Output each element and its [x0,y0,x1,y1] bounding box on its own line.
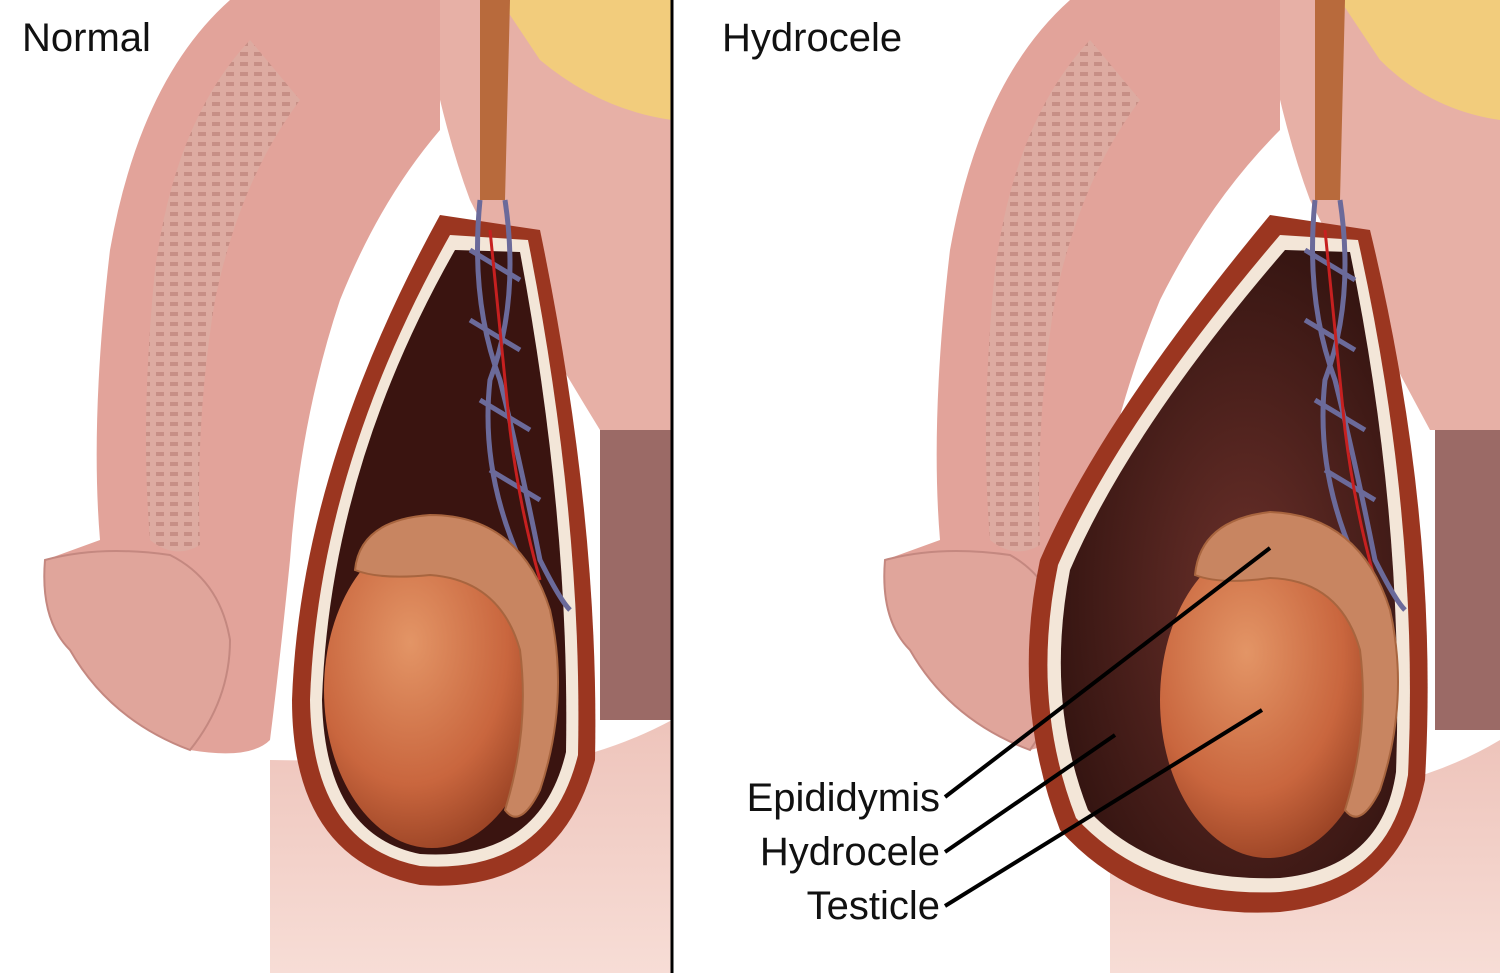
leader-line-testicle [943,708,1264,908]
hydrocele-panel [883,0,1500,973]
leader-line-hydrocele [943,733,1117,854]
pubic-fat [500,0,672,120]
bladder-region [600,430,672,720]
testicle [1160,542,1376,858]
testicle-label: Testicle [806,884,940,928]
penis-erectile-tissue [146,40,300,552]
leader-line-epididymis [943,546,1272,799]
normal-panel [43,0,672,973]
hydrocele-label: Hydrocele [759,830,940,874]
testicle [324,532,540,848]
testicular-artery [1323,229,1377,581]
normal-panel-title: Normal [22,16,151,60]
epididymis [353,513,559,818]
spermatic-cord [1315,0,1345,200]
bladder-region [1435,430,1500,730]
spermatic-cord [480,0,510,200]
glans [43,550,232,752]
pubic-fat [1340,0,1500,120]
penis-erectile-tissue [986,40,1140,552]
hydrocele-panel-title: Hydrocele [722,16,903,60]
epididymis [1193,510,1399,818]
epididymis-label: Epididymis [746,776,940,820]
testicular-artery [488,229,542,581]
